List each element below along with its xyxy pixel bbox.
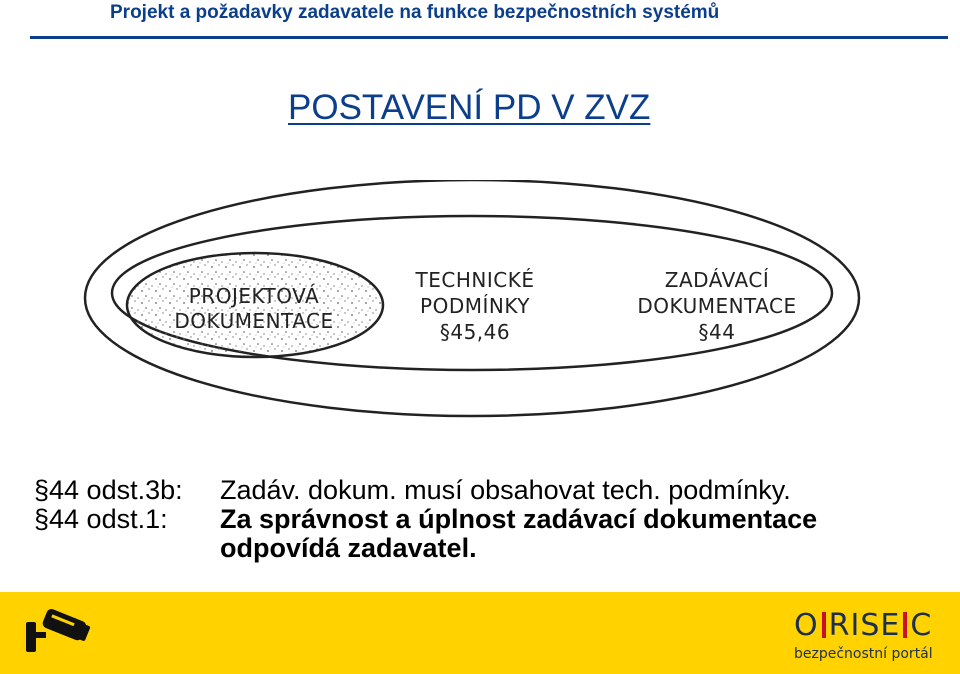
logo-divider bbox=[821, 612, 826, 638]
note-text: odpovídá zadavatel. bbox=[220, 533, 477, 563]
logo-wordmark: O RISE C bbox=[794, 611, 946, 641]
logo-divider bbox=[903, 612, 908, 638]
middle-label-line3: §45,46 bbox=[440, 320, 510, 344]
note-text: Za správnost a úplnost zadávací dokument… bbox=[220, 504, 818, 534]
note-reference: §44 odst.3b: bbox=[34, 475, 183, 505]
nested-ellipse-diagram: PROJEKTOVÁ DOKUMENTACE TECHNICKÉ PODMÍNK… bbox=[83, 180, 861, 418]
slide-title: POSTAVENÍ PD V ZVZ bbox=[288, 88, 651, 127]
logo-part: RISE bbox=[828, 608, 901, 643]
logo-part: O bbox=[794, 608, 819, 643]
outer-label-line1: ZADÁVACÍ bbox=[665, 268, 769, 292]
inner-ellipse bbox=[125, 251, 385, 359]
note-text: Zadáv. dokum. musí obsahovat tech. podmí… bbox=[220, 475, 791, 505]
security-camera-icon bbox=[26, 609, 90, 652]
logo-subtitle: bezpečnostní portál bbox=[794, 646, 933, 662]
header-divider bbox=[30, 36, 948, 39]
header-title: Projekt a požadavky zadavatele na funkce… bbox=[110, 2, 720, 23]
outer-ellipse bbox=[83, 180, 861, 418]
middle-ellipse bbox=[110, 214, 834, 372]
footer-bar: O RISE C bezpečnostní portál bbox=[0, 592, 960, 674]
logo-part: C bbox=[910, 608, 933, 643]
outer-label-line2: DOKUMENTACE bbox=[637, 294, 796, 318]
inner-label-line2: DOKUMENTACE bbox=[174, 309, 333, 333]
middle-label-line2: PODMÍNKY bbox=[420, 294, 530, 318]
outer-label-line3: §44 bbox=[699, 320, 736, 344]
middle-label-line1: TECHNICKÉ bbox=[415, 268, 535, 292]
note-reference: §44 odst.1: bbox=[34, 504, 168, 534]
inner-label-line1: PROJEKTOVÁ bbox=[189, 284, 320, 308]
orisec-logo: O RISE C bezpečnostní portál bbox=[794, 611, 946, 663]
